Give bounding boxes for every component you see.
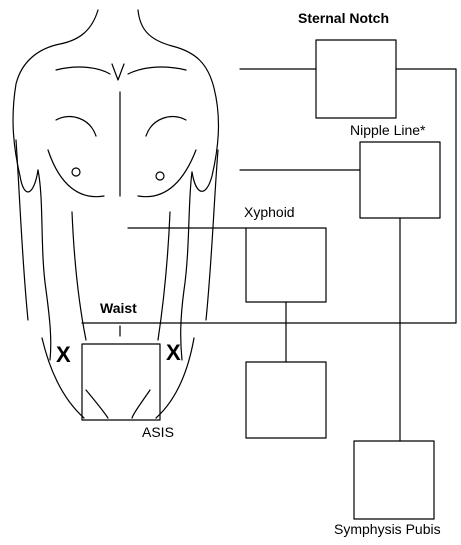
groin-right [131,389,151,419]
collar-left [55,66,111,75]
right-nipple [155,171,165,181]
groin-left [85,389,109,419]
chest-right-lower [137,149,197,198]
label-asis: ASIS [142,424,174,440]
box-xyphoid [245,227,327,303]
label-waist: Waist [100,300,137,316]
right-x-mark: X [166,340,181,365]
box-lower-mid [245,361,327,439]
left-x-mark: X [56,342,71,367]
box-waist [81,343,161,421]
label-xyphoid: Xyphoid [244,204,295,220]
label-nipple-line: Nipple Line* [350,122,426,138]
torso-outline [12,9,99,193]
box-nipple-line [359,141,441,219]
left-nipple [71,167,81,177]
pec-left [55,115,97,137]
box-symphysis-pubis [353,440,435,520]
hip-left [41,337,85,419]
left-arm-outer [15,139,29,321]
abdomen-right [157,211,171,341]
right-arm-outer [205,149,219,321]
box-sternal-notch [315,39,397,119]
abdomen-left [71,211,87,341]
hip-right [155,337,195,419]
label-symphysis-pubis: Symphysis Pubis [334,521,441,537]
right-arm-inner [180,171,193,361]
torso-outline-right [137,9,220,192]
left-arm-inner [37,169,52,361]
chest-left-lower [47,149,105,198]
collar-right [127,66,187,75]
sternal-notch-v [111,63,125,81]
pec-right [145,115,187,137]
label-sternal-notch: Sternal Notch [298,10,390,26]
